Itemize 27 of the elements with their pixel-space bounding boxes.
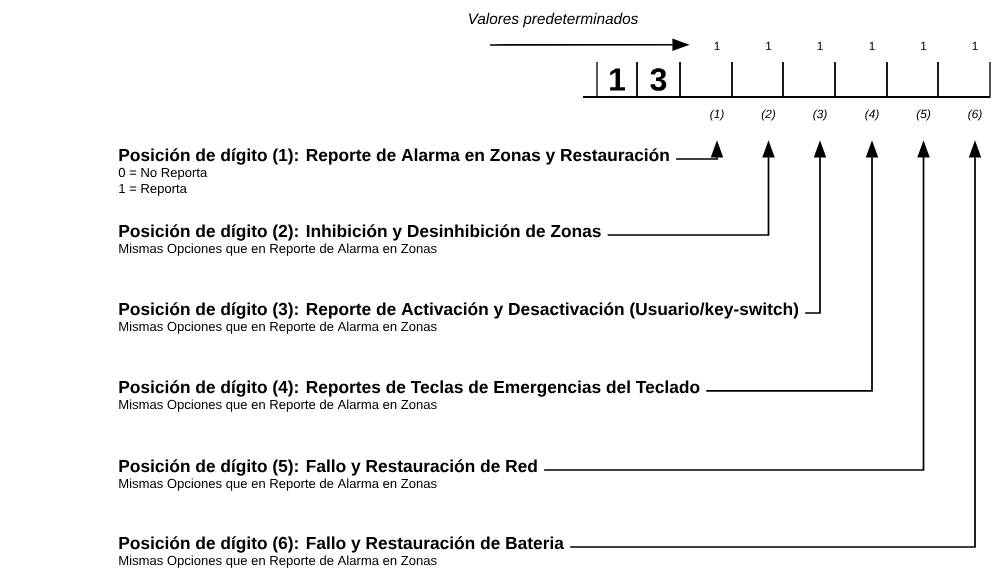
position-label: (1) xyxy=(710,109,724,121)
option-description: Posición de dígito (1): Reporte de Alarma en Zonas y Restauración 0 = No Reporta 1 = Reporta xyxy=(118,148,669,196)
position-label: (6) xyxy=(968,109,982,121)
empty-digit-cell xyxy=(782,61,836,98)
default-value: 1 xyxy=(714,41,720,51)
position-label: (4) xyxy=(865,109,879,121)
option-description: Posición de dígito (6): Fallo y Restauración de Bateria Mismas Opciones que en Reporte de Alarma en Zonas xyxy=(119,536,564,568)
option-description: Posición de dígito (2): Inhibición y Desinhibición de Zonas Mismas Opciones que en Reporte de Alarma en Zonas xyxy=(119,224,601,256)
option-description: Posición de dígito (5): Fallo y Restauración de Red Mismas Opciones que en Reporte de Alarma en Zonas xyxy=(119,459,537,491)
position-label: (3) xyxy=(813,109,827,121)
empty-digit-cell xyxy=(886,61,939,98)
position-label: (5) xyxy=(916,109,931,121)
empty-digit-cell xyxy=(679,61,733,98)
digit-cell: 1 xyxy=(596,61,638,98)
empty-digit-cell xyxy=(834,61,888,98)
option-description: Posición de dígito (3): Reporte de Activación y Desactivación (Usuario/key-switch) Mismas Opciones que en Reporte de Alarma en Zonas xyxy=(119,302,799,334)
digit-cell: 3 xyxy=(636,61,681,98)
default-value: 1 xyxy=(817,41,823,51)
option-description: Posición de dígito (4): Reportes de Teclas de Emergencias del Teclado Mismas Opciones que en Reporte de Alarma en Zonas xyxy=(119,380,700,412)
caption-text: Valores predeterminados xyxy=(468,12,638,28)
empty-digit-cell xyxy=(937,61,991,98)
empty-digit-cell xyxy=(731,61,784,98)
default-value: 1 xyxy=(766,41,772,51)
default-value: 1 xyxy=(972,41,978,51)
default-value: 1 xyxy=(869,41,875,51)
position-label: (2) xyxy=(761,109,776,121)
default-value: 1 xyxy=(921,41,927,51)
